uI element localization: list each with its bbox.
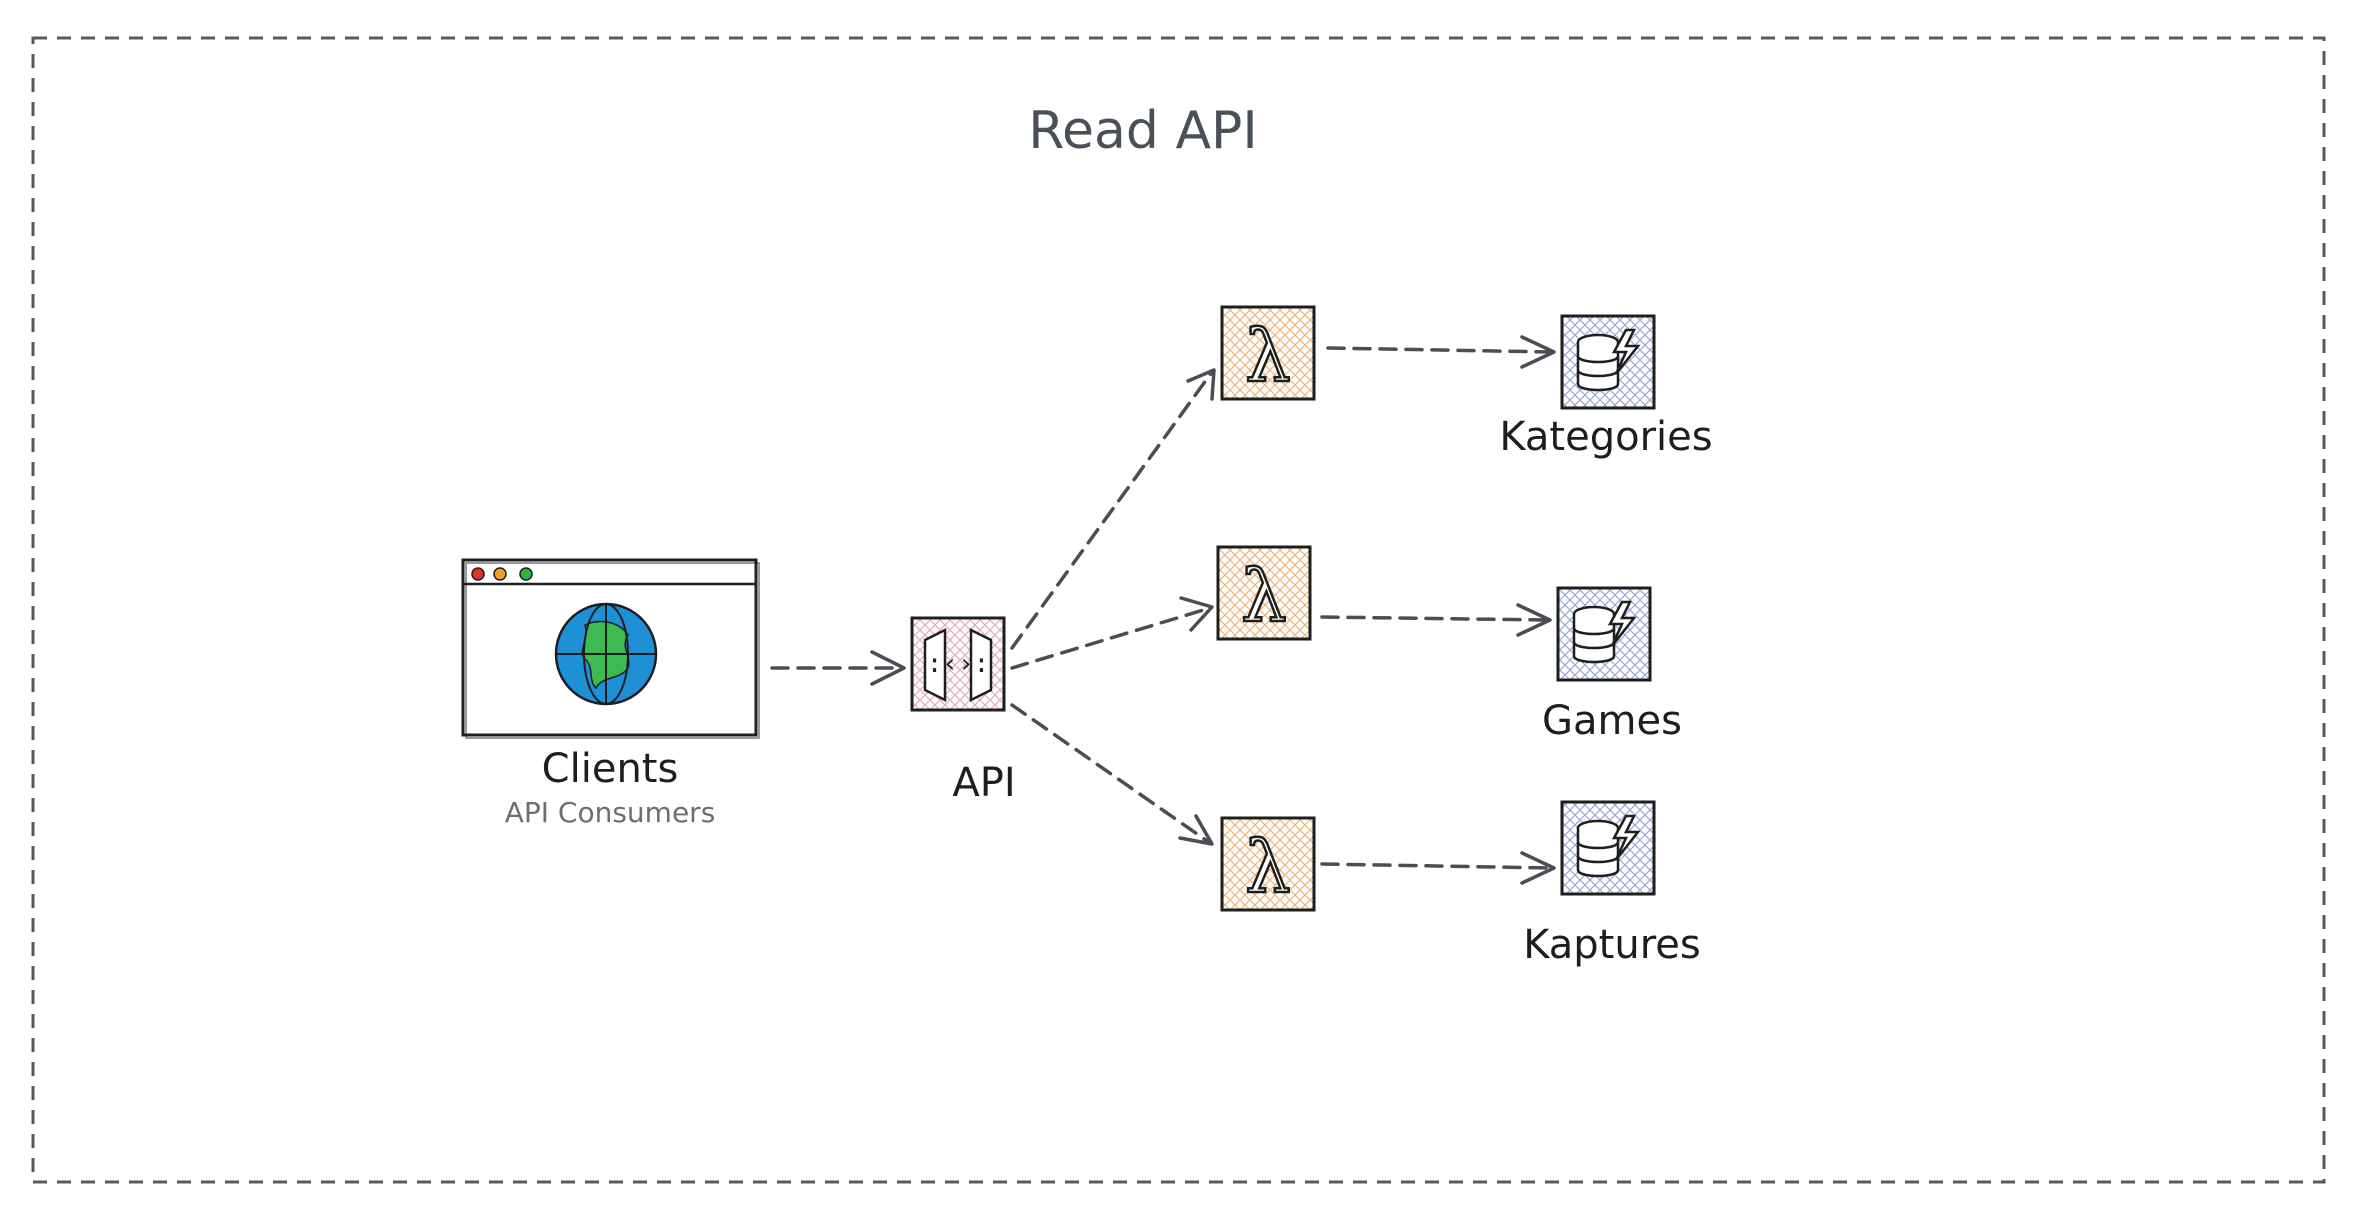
lambda-function-3: λ <box>1220 816 1316 912</box>
api-gateway-icon: :‹›: <box>910 616 1006 712</box>
kategories-label: Kategories <box>1499 414 1712 460</box>
browser-globe-icon <box>554 602 658 706</box>
arrowhead-kaptures <box>1520 851 1556 885</box>
edge-lambda-1-to-kategories <box>1326 346 1554 354</box>
api-label: API <box>952 760 1015 806</box>
lambda-function-1: λ <box>1220 305 1316 401</box>
lambda-icon <box>1220 816 1316 912</box>
window-maximize-dot <box>519 567 533 581</box>
lambda-icon <box>1220 305 1316 401</box>
lambda-icon <box>1216 545 1312 641</box>
arrowhead-lambda-2 <box>1179 596 1214 632</box>
arrowhead-lambda-3 <box>1178 814 1214 846</box>
edge-api-to-lambda-3 <box>1010 703 1212 845</box>
dynamodb-table-games <box>1556 586 1652 682</box>
edges <box>770 346 1554 870</box>
client-label: Clients <box>542 746 679 792</box>
lambda-symbol: λ <box>1245 314 1291 398</box>
lambda-symbol: λ <box>1245 825 1291 909</box>
edge-api-to-lambda-1 <box>1010 370 1214 650</box>
window-close-dot <box>471 567 485 581</box>
games-label: Games <box>1542 698 1682 744</box>
svg-text::‹›:: :‹›: <box>927 649 990 679</box>
kaptures-label: Kaptures <box>1523 922 1700 968</box>
window-minimize-dot <box>493 567 507 581</box>
lambda-function-2: λ <box>1216 545 1312 641</box>
dynamodb-table-kaptures <box>1560 800 1656 896</box>
arrowheads <box>870 335 1556 885</box>
dynamodb-table-kategories <box>1560 314 1656 410</box>
read-api-boundary <box>31 36 2326 1184</box>
lambda-symbol: λ <box>1241 554 1287 638</box>
edge-api-to-lambda-2 <box>1010 606 1212 670</box>
edge-lambda-2-to-games <box>1320 615 1550 622</box>
arrowhead-kategories <box>1520 335 1556 369</box>
client-browser-window <box>461 558 760 739</box>
client-subtitle: API Consumers <box>505 796 716 829</box>
arrowhead-lambda-1 <box>1186 368 1216 401</box>
edge-lambda-3-to-kaptures <box>1320 862 1554 870</box>
arrowhead-games <box>1516 603 1552 637</box>
diagram-title: Read API <box>1028 101 1257 161</box>
arrowhead-api <box>870 650 906 686</box>
